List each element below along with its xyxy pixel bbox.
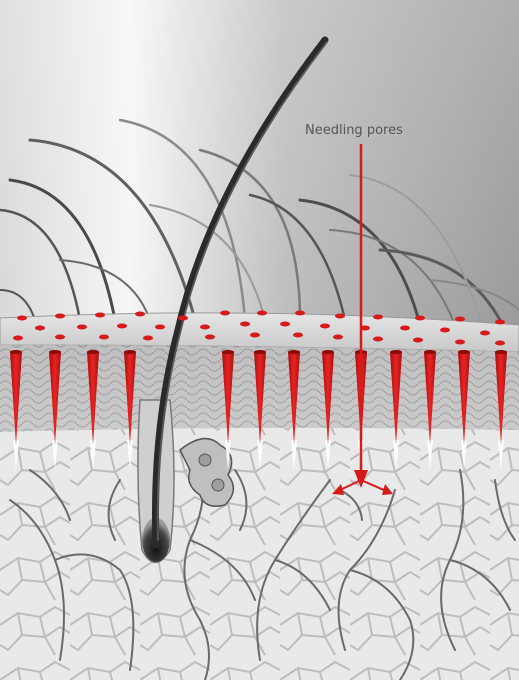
pore-dot [55,335,65,340]
pore-dot [293,333,303,338]
pore-dot [495,341,505,346]
pore-dot [480,331,490,336]
pore-dot [250,333,260,338]
pore-dot [55,314,65,319]
pore-dot [257,311,267,316]
pore-dot [400,326,410,331]
pore-dot [95,313,105,318]
pore-dot [455,317,465,322]
pore-dot [335,314,345,319]
pore-dot [99,335,109,340]
pore-dot [240,322,250,327]
pore-dot [205,335,215,340]
pore-dot [373,337,383,342]
pore-dot [178,316,188,321]
pore-dot [35,326,45,331]
pore-dot [415,316,425,321]
pore-dot [77,325,87,330]
pore-dot [455,340,465,345]
pore-dot [220,311,230,316]
pore-dot [295,311,305,316]
pore-dot [320,324,330,329]
pore-dot [143,336,153,341]
pore-dot [200,325,210,330]
pore-dot [413,338,423,343]
pore-dot [495,320,505,325]
pore-dot [440,328,450,333]
pore-dot [117,324,127,329]
pore-dot [17,316,27,321]
needling-pores-label: Needling pores [305,123,403,138]
pore-dot [13,336,23,341]
pore-dot [333,335,343,340]
pore-dot [135,312,145,317]
pore-dot [373,315,383,320]
pore-dot [280,322,290,327]
pore-dot [155,325,165,330]
